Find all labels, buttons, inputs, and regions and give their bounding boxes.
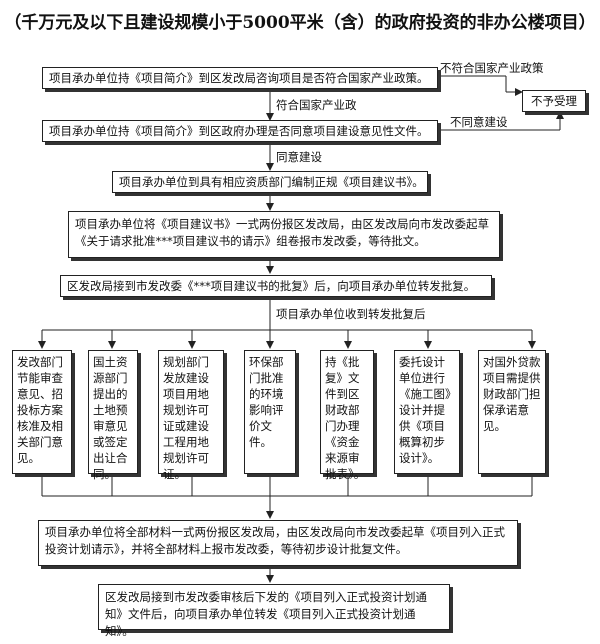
step-forward-notice: 区发改局接到市发改委审核后下发的《项目列入正式投资计划通知》文件后，向项目承办单… [98,584,450,638]
column-environment: 环保部门批准的环境影响评价文件。 [244,350,296,474]
label-comply: 符合国家产业政 [276,98,357,112]
column-finance: 持《批复》文件到区财政部门办理《资金来源审批表》。 [320,350,374,481]
column-planning: 规划部门发放建设项目用地规划许可证或建设工程用地规划许可证。 [158,350,224,481]
column-design: 委托设计单位进行《施工图》设计并提供《项目概算初步设计》。 [394,350,460,474]
label-not-comply: 不符合国家产业政策 [440,61,544,75]
step-submit-materials: 项目承办单位将全部材料一式两份报区发改局，由区发改局向市发改委起草《项目列入正式… [38,520,518,566]
label-disagree: 不同意建设 [450,115,508,129]
column-foreign-loan: 对国外贷款项目需提供财政部门担保承诺意见。 [478,350,546,474]
label-received: 项目承办单位收到转发批复后 [276,307,426,321]
column-development-reform: 发改部门节能审查意见、招投标方案核准及相关部门意见。 [12,350,72,474]
step-government-approval: 项目承办单位持《项目简介》到区政府办理是否同意项目建设意见性文件。 [42,120,438,142]
label-agree: 同意建设 [276,150,322,164]
step-consult-policy: 项目承办单位持《项目简介》到区发改局咨询项目是否符合国家产业政策。 [42,67,438,89]
step-forward-reply: 区发改局接到市发改委《***项目建议书的批复》后，向项目承办单位转发批复。 [60,275,492,297]
reject-box: 不予受理 [522,90,586,112]
step-compile-proposal: 项目承办单位到具有相应资质部门编制正规《项目建议书》。 [112,171,428,193]
step-submit-proposal: 项目承办单位将《项目建议书》一式两份报区发改局，由区发改局向市发改委起草《关于请… [68,211,500,258]
page-title: （千万元及以下且建设规模小于5000平米（含）的政府投资的非办公楼项目） [4,13,596,33]
column-land-resources: 国土资源部门提出的土地预审意见或签定出让合同。 [88,350,138,481]
